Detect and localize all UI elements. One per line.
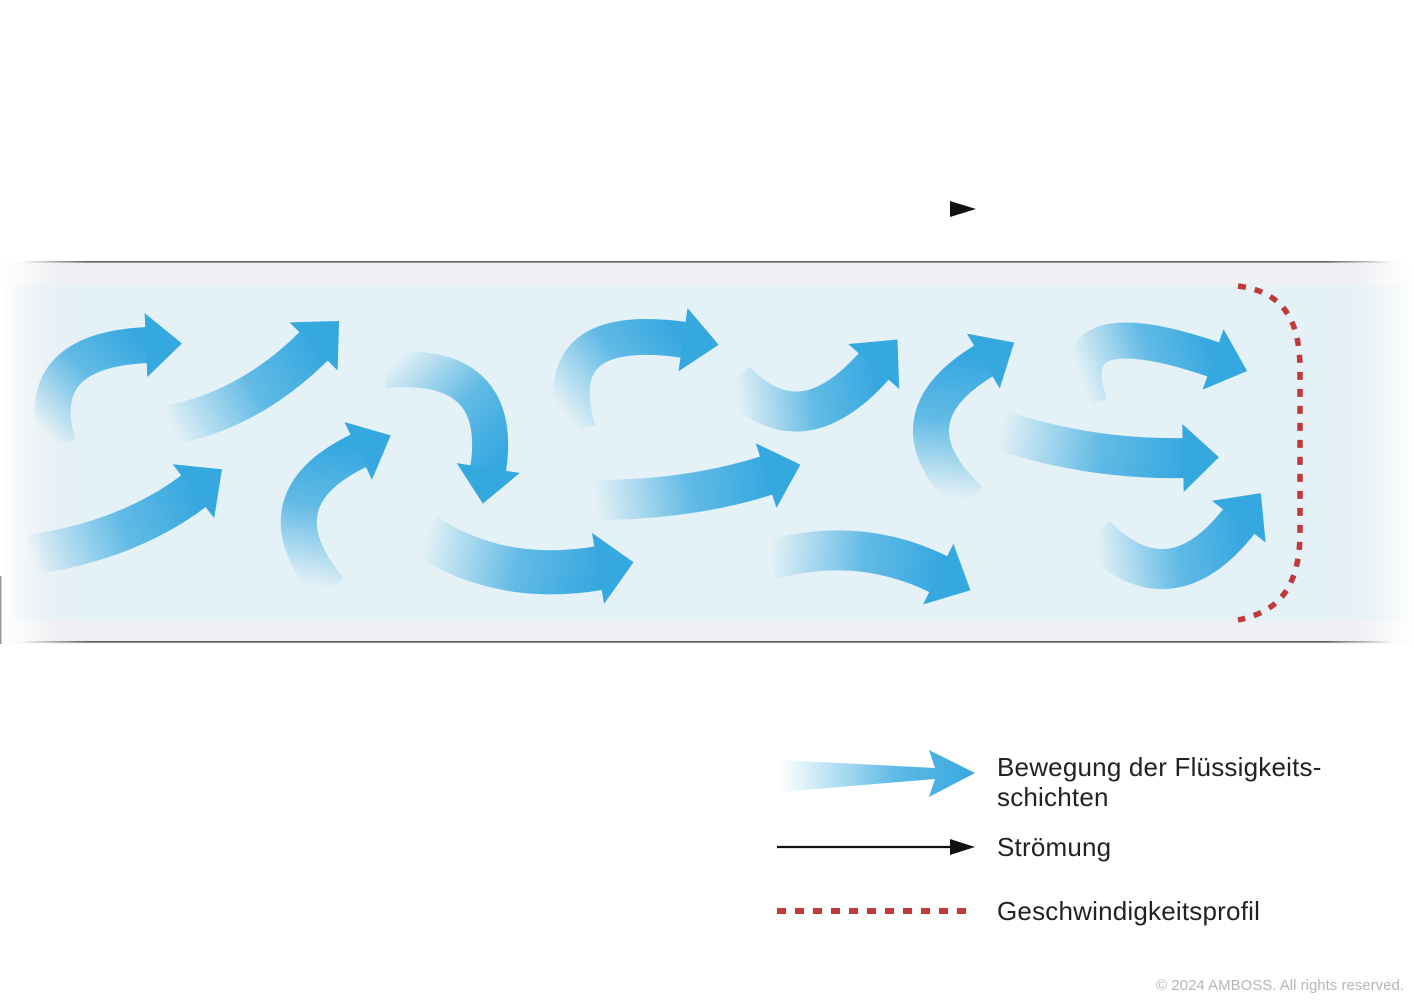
curved-arrow-icon <box>993 411 1219 493</box>
velocity-profile-curve <box>1237 283 1303 623</box>
legend-vortex-arrow-icon <box>780 750 975 797</box>
curved-arrow-icon <box>412 516 634 604</box>
curved-arrow-icon <box>1080 493 1266 589</box>
copyright-notice: © 2024 AMBOSS. All rights reserved. <box>1156 977 1404 994</box>
curved-arrow-icon <box>280 421 391 602</box>
legend-flow-arrow-icon <box>777 839 975 855</box>
legend-label-line2: schichten <box>997 782 1109 812</box>
curved-arrow-icon <box>166 320 340 445</box>
legend-label-velocity-profile: Geschwindigkeitsprofil <box>997 896 1261 926</box>
legend-label-flow: Strömung <box>997 832 1112 862</box>
curved-arrow-icon <box>1065 322 1248 411</box>
curved-arrow-icon <box>34 313 182 451</box>
curved-arrow-icon <box>553 308 719 436</box>
curved-arrow-icon <box>594 443 801 520</box>
curved-arrow-icon <box>912 333 1015 514</box>
legend-label-layer-movement: Bewegung der Flüssigkeits- schichten <box>997 752 1322 812</box>
curved-arrow-icon <box>720 339 900 432</box>
flow-direction-arrow <box>405 201 976 217</box>
vortex-arrows <box>26 308 1266 605</box>
curved-arrow-icon <box>26 464 222 575</box>
curved-arrow-icon <box>764 530 971 605</box>
legend-label-line1: Bewegung der Flüssigkeits- <box>997 752 1322 782</box>
curved-arrow-icon <box>383 351 520 504</box>
